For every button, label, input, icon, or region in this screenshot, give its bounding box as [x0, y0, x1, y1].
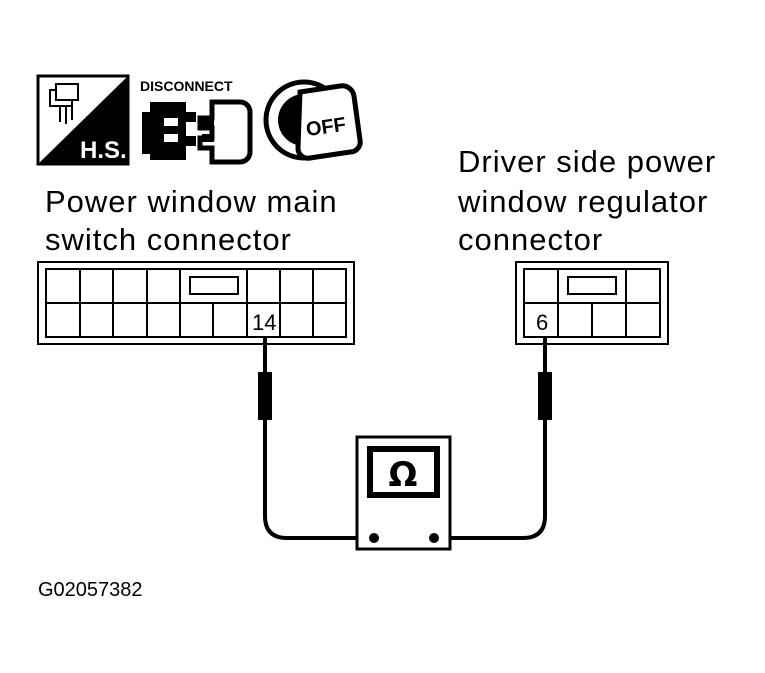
hs-label: H.S.	[80, 137, 127, 164]
main-switch-connector	[37, 261, 355, 345]
regulator-pin-label: 6	[536, 310, 548, 335]
regulator-label-line2: window regulator	[457, 184, 708, 219]
probe-leads	[258, 338, 552, 540]
disconnect-icon: DISCONNECT	[140, 78, 253, 165]
figure-code: G02057382	[38, 579, 143, 601]
main-switch-pin-label: 14	[252, 310, 276, 335]
left-probe-tip	[258, 372, 272, 420]
regulator-connector	[515, 261, 669, 345]
main-switch-label-line1: Power window main	[45, 184, 338, 219]
meter-terminal-left	[369, 533, 379, 543]
meter-terminal-right	[429, 533, 439, 543]
ohmmeter: Ω	[355, 435, 452, 551]
disconnect-label: DISCONNECT	[140, 78, 233, 94]
main-switch-label-line2: switch connector	[45, 222, 292, 257]
harness-side-icon: H.S.	[36, 74, 130, 166]
regulator-label-line3: connector	[458, 222, 603, 257]
ignition-off-icon: OFF	[263, 79, 363, 161]
ohm-symbol: Ω	[389, 455, 418, 495]
right-probe-tip	[538, 372, 552, 420]
regulator-label-line1: Driver side power	[458, 144, 716, 179]
